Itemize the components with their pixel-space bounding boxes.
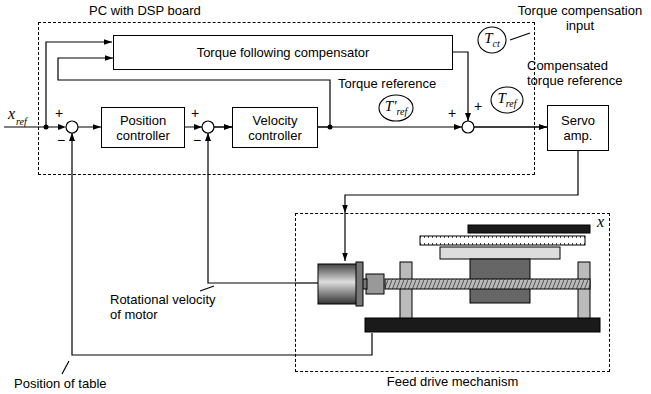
upper-guide <box>468 225 590 233</box>
node-text: Servo amp. <box>552 113 604 143</box>
signal-label: Rotational velocity of motor <box>110 292 228 322</box>
bearing-support <box>578 262 590 318</box>
axis-label: x <box>597 214 604 229</box>
coupling <box>366 274 384 294</box>
process-box: Torque following compensator <box>113 35 453 70</box>
sign-label: − <box>193 133 201 148</box>
signal-circle: T′ref <box>378 94 414 122</box>
node-text: Velocity controller <box>239 113 311 143</box>
signal-symbol: ref <box>396 104 407 119</box>
branch-dot <box>328 125 333 130</box>
ball-screw <box>385 279 590 289</box>
velocity-pickup <box>295 282 318 283</box>
arrowhead <box>194 124 202 130</box>
sign-label: + <box>448 106 456 121</box>
linear-scale <box>420 236 585 245</box>
sign-label: + <box>191 106 199 121</box>
signal-subscript: ref <box>16 114 27 129</box>
summing-junction <box>202 121 214 133</box>
arrowhead <box>205 133 211 141</box>
ball-screw-drive <box>318 225 600 332</box>
signal-label: Torque compensation input <box>515 3 645 33</box>
signal-symbol: T <box>484 31 492 46</box>
bearing-support <box>400 262 412 318</box>
arrowhead <box>454 124 462 130</box>
circle-outline <box>379 95 413 121</box>
process-box: Velocity controller <box>232 107 318 148</box>
system-region: PC with DSP boardTorque following compen… <box>38 22 535 175</box>
signal-symbol: T′ <box>385 99 397 114</box>
signal-symbol: T <box>497 91 505 106</box>
signal-label: Torque reference <box>338 76 436 91</box>
signal-symbol: ct <box>493 36 500 51</box>
sign-label: + <box>55 106 63 121</box>
branch-dot <box>44 125 49 130</box>
arrowhead <box>58 124 66 130</box>
signal-arrow <box>208 127 295 283</box>
reference-wire <box>4 126 60 127</box>
summing-junction <box>462 121 474 133</box>
signal-arrow <box>345 151 578 213</box>
node-text: Position controller <box>107 113 179 143</box>
signal-symbol: x <box>8 106 15 121</box>
node-text: Torque following compensator <box>197 45 370 60</box>
process-box: Servo amp. <box>547 105 609 151</box>
summing-junction <box>66 121 78 133</box>
sign-label: − <box>57 133 65 148</box>
node-text: Feed drive mechanism <box>296 374 609 389</box>
motor-flange <box>356 262 363 306</box>
sign-label: + <box>474 99 482 114</box>
signal-label: Compensated torque reference <box>527 58 637 88</box>
signal-arrow <box>72 127 295 355</box>
motor-drive-wire <box>344 213 345 261</box>
leader-line <box>200 286 214 291</box>
mechanism-region: Feed drive mechanism <box>295 213 610 372</box>
table <box>440 247 560 259</box>
servo-motor <box>318 264 358 304</box>
signal-symbol: ref <box>506 96 517 111</box>
position-pickup <box>295 333 372 355</box>
bed <box>365 318 600 332</box>
signal-label: Position of table <box>14 376 107 391</box>
process-box: Position controller <box>101 107 185 148</box>
circle-outline <box>478 27 506 53</box>
arrowhead <box>69 133 75 141</box>
signal-circle: Tct <box>477 26 507 54</box>
signal-circle: Tref <box>490 86 524 114</box>
leader-line <box>510 33 530 40</box>
arrowhead <box>465 113 471 121</box>
circle-outline <box>491 87 523 113</box>
leader-line <box>62 361 69 374</box>
node-text: PC with DSP board <box>89 3 201 18</box>
